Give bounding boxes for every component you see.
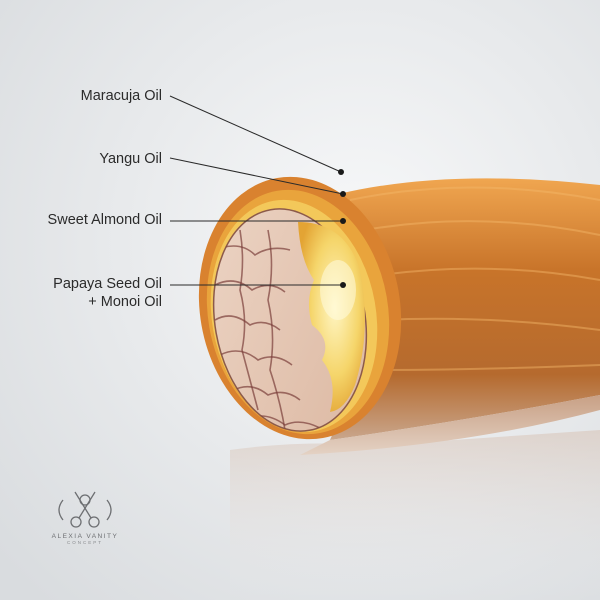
- leader-line-maracuja: [169, 95, 342, 173]
- hair-shaft-underside: [300, 395, 600, 455]
- label-sweet-almond-oil: Sweet Almond Oil: [47, 212, 162, 228]
- brand-tagline: CONCEPT: [66, 540, 103, 545]
- label-yangu-oil: Yangu Oil: [99, 151, 162, 167]
- label-maracuja-oil: Maracuja Oil: [80, 88, 162, 104]
- shaft-strands: [349, 186, 600, 371]
- cortex-cell-pattern: [214, 229, 321, 431]
- scissors-monogram-icon: [58, 491, 112, 528]
- leader-dot-yangu: [340, 191, 346, 197]
- label-papaya-monoi-oil: Papaya Seed Oil + Monoi Oil: [0, 275, 162, 311]
- core-highlight: [320, 260, 356, 320]
- leader-dot-papaya: [340, 282, 346, 288]
- floor-reflection: [230, 430, 600, 600]
- leader-dot-maracuja: [338, 169, 344, 175]
- leader-dots: [338, 169, 346, 288]
- label-papaya-line1: Papaya Seed Oil: [53, 276, 162, 292]
- brand-name: ALEXIA VANITY: [51, 533, 119, 540]
- label-papaya-line2: + Monoi Oil: [88, 294, 162, 310]
- leader-line-yangu: [169, 157, 344, 195]
- brand-logo: ALEXIA VANITY CONCEPT: [40, 483, 130, 545]
- leader-lines: [169, 95, 344, 286]
- leader-dot-almond: [340, 218, 346, 224]
